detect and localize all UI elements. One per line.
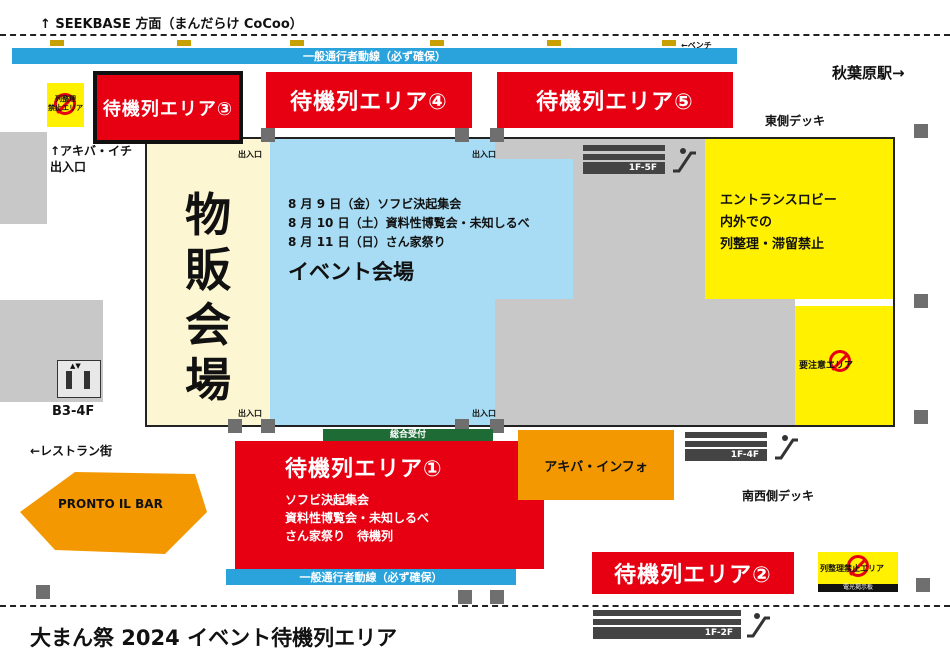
akiba-info: アキバ・インフォ [518, 430, 674, 500]
pronto-area [20, 472, 207, 554]
lobby-notice: エントランスロビー 内外での 列整理・滞留禁止 [720, 193, 837, 252]
akiba-ichi-exit-label: ↑アキバ・イチ 出入口 [50, 144, 133, 174]
no-entry-icon [829, 350, 851, 372]
escalator-icon [775, 435, 798, 460]
left-building-block [0, 132, 47, 224]
general-passage-lane-bottom: 一般通行者動線（必ず確保） [226, 569, 516, 585]
queue-area-5[interactable]: 待機列エリア⑤ [497, 72, 733, 128]
no-queue-area-right: 列整理禁止エリア 電光掲示板 [818, 552, 898, 592]
escalator-1f-4f: 1F-4F [685, 432, 805, 468]
elevator-icon: ▲▼ [57, 360, 101, 398]
entrance-label: 出入口 [472, 150, 496, 159]
no-entry-icon [54, 93, 76, 115]
queue-area-1-events: ソフビ決起集会 資料性博覧会・未知しるべ さん家祭り 待機列 [285, 493, 430, 543]
escalator-1f-2f: 1F-2F [593, 610, 773, 646]
entrance-label: 出入口 [472, 409, 496, 418]
bottom-boundary-line [0, 605, 950, 607]
top-boundary-line [0, 34, 950, 36]
escalator-icon [747, 613, 770, 638]
pronto-label: PRONTO IL BAR [58, 497, 163, 511]
queue-area-1[interactable]: 待機列エリア① ソフビ決起集会 資料性博覧会・未知しるべ さん家祭り 待機列 [235, 441, 544, 569]
general-passage-lane-top: 一般通行者動線（必ず確保） [12, 48, 737, 64]
entrance-label: 出入口 [238, 409, 262, 418]
elevator-block: ▲▼ [0, 300, 103, 402]
event-venue-title: イベント会場 [288, 260, 414, 284]
station-direction-label: 秋葉原駅→ [832, 64, 905, 82]
southwest-deck-label: 南西側デッキ [742, 489, 815, 503]
entrance-label: 出入口 [238, 150, 262, 159]
east-deck-label: 東側デッキ [765, 114, 826, 128]
caution-area: 要注意エリア [795, 306, 893, 425]
event-schedule: 8 月 9 日（金）ソフビ決起集会 8 月 10 日（土）資料性博覧会・未知しる… [288, 197, 530, 249]
queue-area-2[interactable]: 待機列エリア② [592, 552, 794, 594]
bench-label: ←ベンチ [681, 41, 712, 50]
event-venue [270, 139, 495, 425]
queue-area-3[interactable]: 待機列エリア③ [93, 71, 243, 144]
footer-title: 大まん祭 2024 イベント待機列エリア [30, 626, 398, 650]
escalator-1f-5f: 1F-5F [583, 145, 703, 181]
bench-markers [12, 40, 732, 46]
merch-hall-label: 物販会場 [185, 188, 231, 407]
queue-area-4[interactable]: 待機列エリア④ [266, 72, 472, 128]
restaurant-direction-label: ←レストラン街 [30, 444, 113, 458]
escalator-icon [673, 148, 696, 173]
general-reception: 総合受付 [323, 429, 493, 441]
no-queue-area-left: 列整理 禁止エリア [47, 83, 84, 127]
top-direction-label: ↑ SEEKBASE 方面（まんだらけ CoCoo） [40, 17, 303, 32]
merch-hall [147, 139, 270, 425]
entrance-lobby [705, 139, 893, 299]
building-outline [145, 137, 895, 427]
elevator-floor-label: B3-4F [52, 404, 95, 419]
no-entry-icon [847, 555, 869, 577]
